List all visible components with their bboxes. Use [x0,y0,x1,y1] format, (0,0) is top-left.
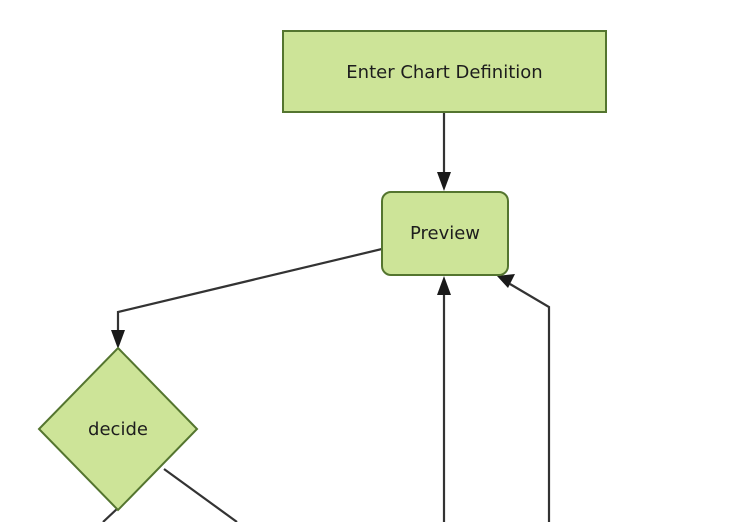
node-layer: Enter Chart Definition Preview decide [37,30,607,512]
edge-layer [102,112,551,522]
edge-decide-bottom-left [102,507,119,522]
edge-preview-to-decide-line [116,247,383,337]
edge-bottom-right-to-preview-line [509,283,551,522]
edge-preview-to-decide [111,247,383,349]
node-preview[interactable]: Preview [381,191,509,276]
edge-bottom-center-to-preview-arrowhead [437,276,451,295]
edge-bottom-right-to-preview-arrowhead [497,274,515,288]
edge-enter-to-preview-arrowhead [437,172,451,191]
edge-preview-to-decide-arrowhead [111,330,125,349]
edge-enter-to-preview [437,112,451,191]
edge-bottom-right-to-preview [497,274,551,522]
edge-decide-bottom-right-line [163,468,238,522]
node-decide-shape[interactable] [37,346,199,512]
node-enter-chart-definition-shape[interactable] [282,30,607,113]
node-preview-shape[interactable] [381,191,509,276]
node-decide[interactable]: decide [37,346,199,512]
edge-decide-bottom-right [163,468,238,522]
node-enter-chart-definition[interactable]: Enter Chart Definition [282,30,607,113]
edge-bottom-center-to-preview [437,276,451,522]
edge-decide-bottom-left-line [102,507,119,522]
